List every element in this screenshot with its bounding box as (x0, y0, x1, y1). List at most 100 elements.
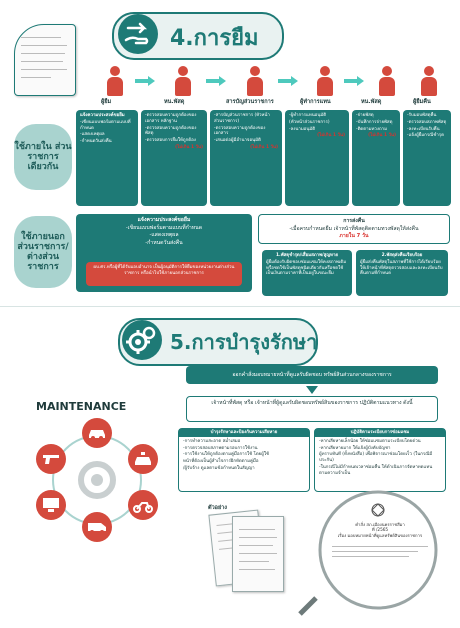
step-line: แจ้งความประสงค์ขอยืม (80, 113, 125, 118)
internal-step-1: แจ้งความประสงค์ขอยืม -เขียนแบบฟอร์มตามแบ… (76, 110, 138, 206)
return-option-2: 2.พัสดุส่งคืนเรียบร้อย ผู้ยืมส่งคืนพัสดุ… (356, 250, 448, 296)
panel-line: -การทำความสะอาด สม่ำเสมอ (183, 438, 241, 444)
internal-step-2: -ตรวจสอบความถูกต้องของเอกสาร หลักฐาน -ตร… (141, 110, 207, 206)
option-text: ผู้ยืมส่งคืนพัสดุในสภาพที่ใช้การได้เรียบ… (360, 259, 443, 277)
motorcycle-icon (128, 490, 158, 520)
request-line: -แสดงเหตุผล (149, 232, 179, 239)
step-line: -ผู้ทำการแทนอนุมัติ (289, 113, 327, 118)
panel-line: -ในกรณีไม่มีกำหนดเวลาซ่อมคืน ให้ดำเนินกา… (319, 464, 433, 476)
step-deadline: (ไม่เกิน 1 วัน) (317, 133, 345, 139)
return-option-1: 1.พัสดุชำรุด/เสื่อมสภาพ/สูญหาย ผู้ยืมต้อ… (262, 250, 352, 296)
option-title: 1.พัสดุชำรุด/เสื่อมสภาพ/สูญหาย (275, 253, 338, 258)
step-line: -รับมอบพัสดุคืน (407, 113, 437, 118)
step-line: -ตรวจสอบการยืมให้ถูกต้อง (145, 138, 196, 144)
step-line: -ตรวจสอบความถูกต้องของเอกสาร หลักฐาน (145, 113, 197, 124)
panel-line: /ผู้รับจ้าง ดูแลตามข้อกำหนดในสัญญา (183, 465, 255, 471)
role-label: ผู้ทำการแทน (300, 99, 331, 105)
step-line: (หัวหน้าส่วนราชการ) (289, 119, 330, 125)
maintenance-title: 5.การบำรุงรักษา (170, 330, 318, 354)
step-line: -ลงทะเบียนรับคืน (407, 126, 440, 132)
internal-step-3: -สารบัญส่วนราชการ (หัวหน้าส่วนราชการ) -ต… (210, 110, 282, 206)
panel-line: -หากเสียหายมาก ให้แจ้งผู้บังคับบัญชา (319, 445, 391, 451)
person-icon (418, 66, 440, 96)
order-doc-text: คำสั่ง สภ.เมืองนครราชสีมา ที่ /2565 เรื่… (330, 522, 430, 538)
arrow-right-icon (135, 76, 155, 86)
computer-icon (36, 490, 66, 520)
police-car-icon (128, 444, 158, 474)
role-label: ผู้ยืม (101, 99, 112, 105)
step-line: -เขียนแบบฟอร์มตามแบบที่กำหนด (80, 119, 131, 131)
step-line: -สารบัญส่วนราชการ (หัวหน้าส่วนราชการ) (214, 113, 270, 124)
section-divider (0, 306, 460, 307)
arrow-right-icon (278, 76, 298, 86)
arrow-right-icon (344, 76, 364, 86)
role-label: ผู้ยืมคืน (413, 99, 431, 105)
borrow-icon (118, 14, 158, 54)
return-box: การส่งคืน -เมื่อครบกำหนดยืม เจ้าหน้าที่พ… (258, 214, 450, 244)
order-doc-lines (332, 542, 428, 561)
step-deadline: (ไม่เกิน 1 วัน) (250, 144, 278, 150)
panel-title: ปฏิบัติตามระเบียบการซ่อมแซม (315, 429, 445, 437)
person-icon (314, 66, 336, 96)
arrow-down-icon (306, 386, 318, 394)
example-document-front (232, 516, 284, 592)
person-icon (104, 66, 126, 96)
maintenance-label: MAINTENANCE (36, 400, 127, 413)
car-icon (82, 418, 112, 448)
step-line: -แจ้งผู้ยืมกรณีชำรุด (407, 133, 444, 139)
panel-title: บำรุงรักษาและป้องกันความเสียหาย (179, 429, 309, 437)
guideline-box: เจ้าหน้าที่พัสดุ หรือ เจ้าหน้าที่ผู้ดูแล… (186, 396, 438, 422)
step-line: -ตรวจสอบความถูกต้องของเอกสาร (214, 125, 266, 137)
step-line: -แสดงเหตุผล (80, 132, 105, 138)
internal-use-text: ใช้ภายใน ส่วนราชการเดียวกัน (14, 142, 72, 172)
assign-order-text: ออกคำสั่งมอบหมายหน้าที่ดูแลรับผิดชอบ ทรั… (232, 371, 392, 378)
step-line: -ตรวจสอบสภาพพัสดุ (407, 119, 447, 125)
internal-use-label: ใช้ภายใน ส่วนราชการเดียวกัน (14, 124, 72, 190)
borrow-form-thumbnail (14, 24, 76, 96)
gears-icon (122, 320, 162, 360)
gun-icon (36, 444, 66, 474)
external-use-text: ใช้ภายนอก ส่วนราชการ/ต่างส่วนราชการ (17, 232, 69, 272)
person-icon (244, 66, 266, 96)
return-line: -เมื่อครบกำหนดยืม เจ้าหน้าที่พัสดุติดตาม… (289, 225, 419, 232)
request-line: -กำหนดวันส่งคืน (145, 239, 183, 246)
request-line: แจ้งความประสงค์ขอยืม (137, 217, 191, 223)
order-line: เรื่อง มอบหมายหน้าที่ดูแลทรัพย์สินของราช… (337, 532, 423, 538)
request-line: -เขียนแบบฟอร์มตามแบบที่กำหนด (125, 224, 203, 231)
step-line: -กำหนดวันส่งคืน (80, 139, 112, 145)
prevent-damage-panel: บำรุงรักษาและป้องกันความเสียหาย -การทำคว… (178, 428, 310, 492)
assign-order-box: ออกคำสั่งมอบหมายหน้าที่ดูแลรับผิดชอบ ทรั… (186, 366, 438, 384)
van-icon (82, 512, 112, 542)
panel-line: หน้าที่ต้องเป็นผู้สำเร็จการฝึกหัดตามคู่ม… (183, 459, 259, 465)
panel-line: -หากเสียหายเล็กน้อย ให้ซ่อมแซมตามระเบียบ… (319, 438, 421, 444)
person-icon (172, 66, 194, 96)
person-icon (376, 66, 398, 96)
panel-line: ผู้ทราบทันที (ทั้งหนังสือ) เพื่อพิจารณาซ… (319, 452, 433, 464)
external-use-label: ใช้ภายนอก ส่วนราชการ/ต่างส่วนราชการ (14, 216, 72, 288)
step-deadline: (ไม่เกิน 1 วัน) (175, 144, 203, 150)
step-line: -บันทึกการจ่ายพัสดุ (356, 119, 393, 125)
order-line: คำสั่ง สภ.เมืองนครราชสีมา (355, 522, 405, 527)
role-label: สารบัญส่วนราชการ (226, 99, 274, 105)
guideline-text: เจ้าหน้าที่พัสดุ หรือ เจ้าหน้าที่ผู้ดูแล… (211, 400, 413, 406)
example-label: ตัวอย่าง (208, 505, 227, 511)
internal-step-4: -ผู้ทำการแทนอนุมัติ (หัวหน้าส่วนราชการ) … (285, 110, 349, 206)
return-deadline: ภายใน 7 วัน (339, 233, 369, 240)
step-line: -ลงนามอนุมัติ (289, 126, 316, 132)
panel-line: -การตรวจสอบสภาพตามรอบการใช้งาน (183, 445, 258, 451)
approval-note-text: ผบ.ศร.หรือผู้ที่ได้รับมอบอำนาจ เป็นผู้อน… (93, 265, 235, 276)
step-line: -จ่ายพัสดุ (356, 113, 374, 118)
borrow-title: 4.การยืม (170, 26, 259, 51)
step-line: -เสนอต่อผู้มีอำนาจอนุมัติ (214, 138, 261, 144)
internal-step-5: -จ่ายพัสดุ -บันทึกการจ่ายพัสดุ -ติดตามทว… (352, 110, 400, 206)
step-line: -ตรวจสอบความถูกต้องของพัสดุ (145, 125, 197, 137)
step-line: -ติดตามทวงถาม (356, 126, 388, 132)
step-deadline: (ไม่เกิน 1 วัน) (368, 133, 396, 139)
arrow-right-icon (206, 76, 226, 86)
order-line: ที่ /2565 (371, 527, 389, 533)
internal-step-6: -รับมอบพัสดุคืน -ตรวจสอบสภาพพัสดุ -ลงทะเ… (403, 110, 451, 206)
role-label: หน.พัสดุ (164, 99, 185, 105)
magnifier-lens (298, 490, 438, 616)
option-title: 2.พัสดุส่งคืนเรียบร้อย (381, 253, 423, 258)
option-text: ผู้ยืมต้องรับผิดชอบซ่อมแซมให้คงสภาพเดิม … (266, 259, 347, 277)
